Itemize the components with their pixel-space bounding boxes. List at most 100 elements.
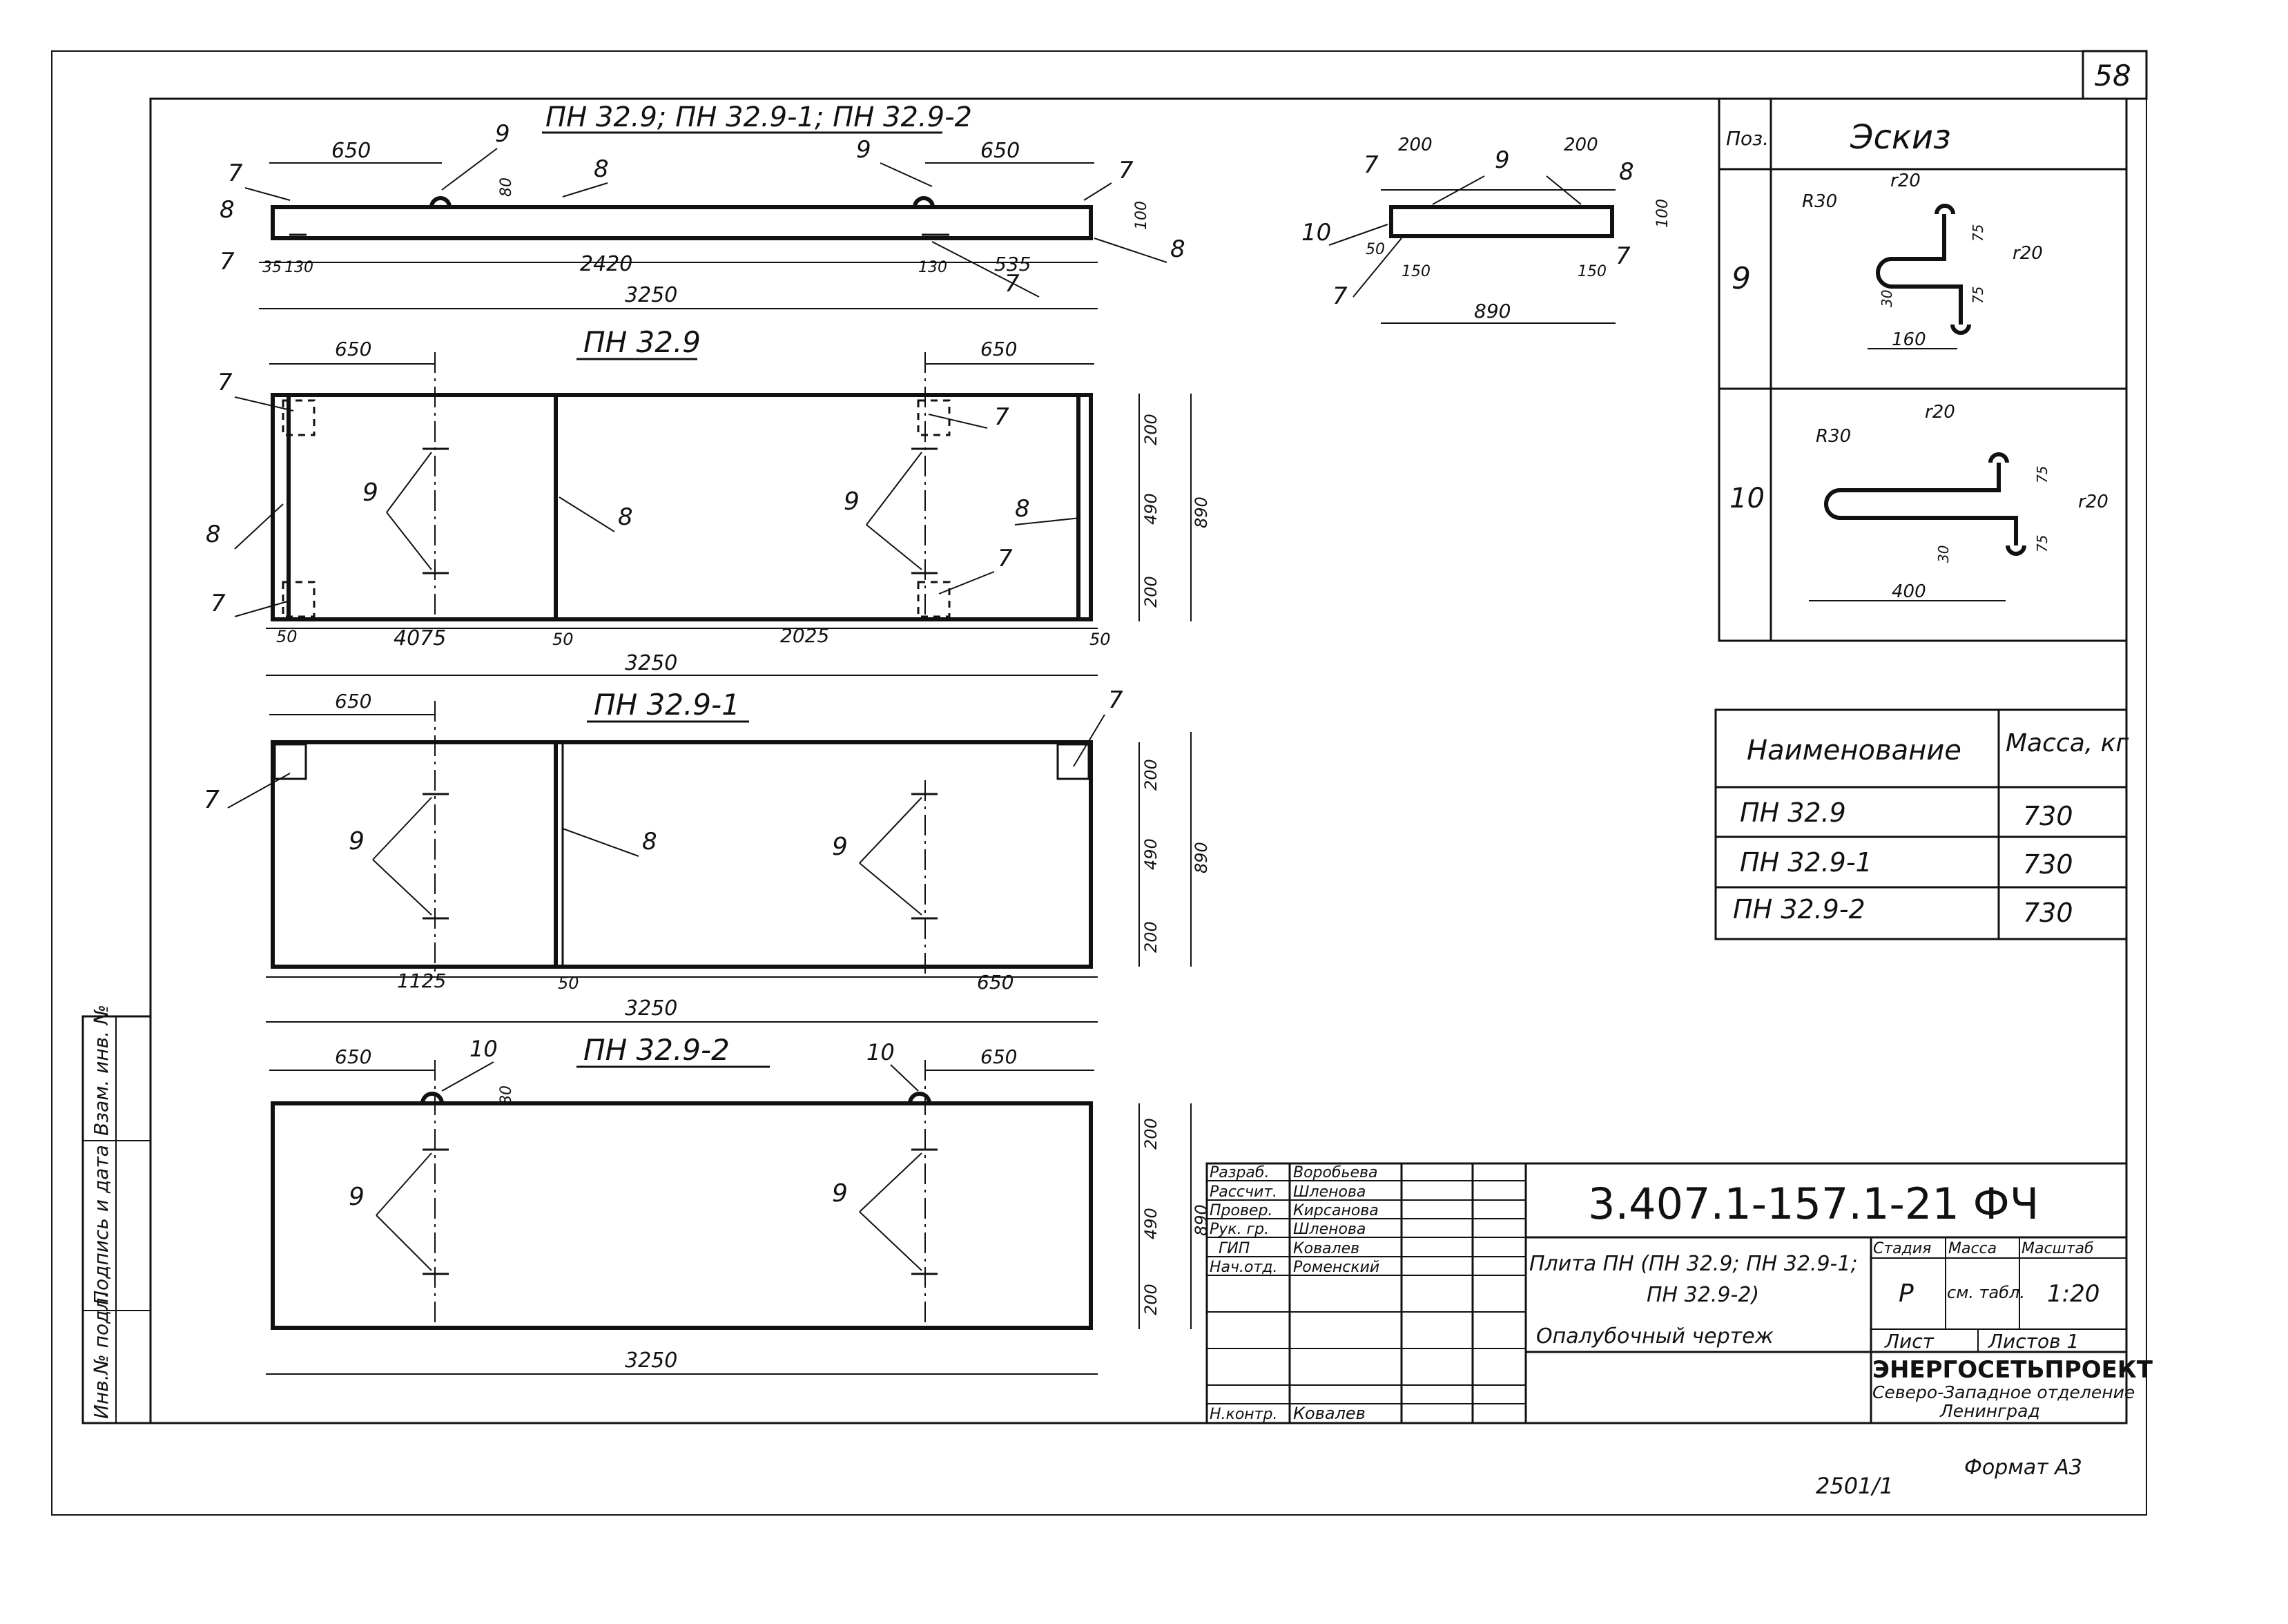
side-dim-130b: 130 <box>918 259 947 276</box>
plan3-slab <box>271 1101 1093 1330</box>
plan1-slab <box>271 393 1093 621</box>
end-view: 200 200 100 50 150 150 890 7 9 8 10 7 7 <box>1301 135 1671 324</box>
left-strip-inv: Инв.№ подл. <box>90 1292 113 1419</box>
tb-mass-label: Масса <box>1948 1240 1997 1257</box>
end-dim-50: 50 <box>1366 241 1385 258</box>
footer-number: 2501/1 <box>1816 1473 1894 1499</box>
plan2-callout-7b: 7 <box>1108 686 1123 714</box>
plan1-dim-50c: 50 <box>1089 630 1111 649</box>
side-callout-7b: 7 <box>1118 157 1134 184</box>
side-callout-8a: 8 <box>220 196 235 224</box>
sketch9-r20b: r20 <box>2013 243 2043 264</box>
tb-org3: Ленинград <box>1939 1401 2040 1421</box>
plan1-dim-4075: 4075 <box>394 626 446 650</box>
page-number: 58 <box>2094 59 2131 93</box>
plan2-callout-9a: 9 <box>349 827 365 856</box>
tb-name-line3: Опалубочный чертеж <box>1536 1324 1774 1348</box>
mass-row3-name: ПН 32.9-2 <box>1733 894 1865 925</box>
end-dim-100: 100 <box>1654 199 1671 228</box>
tb-role-6: Нач.отд. <box>1210 1259 1278 1276</box>
loop-10-shape <box>1824 463 2018 545</box>
tb-stage-label: Стадия <box>1873 1240 1931 1257</box>
mass-row2-name: ПН 32.9-1 <box>1740 847 1872 878</box>
plan2-dim-490: 490 <box>1141 838 1161 870</box>
plan1-dim-650b: 650 <box>980 338 1017 360</box>
tb-stage: Р <box>1899 1279 1914 1308</box>
plan1-callout-7d: 7 <box>998 545 1013 572</box>
sketch10-r30: R30 <box>1816 426 1851 447</box>
end-callout-9: 9 <box>1495 146 1510 174</box>
tb-org1: ЭНЕРГОСЕТЬПРОЕКТ <box>1872 1356 2153 1384</box>
side-view: ПН 32.9; ПН 32.9-1; ПН 32.9-2 650 650 80… <box>220 102 1185 309</box>
format-label: Формат А3 <box>1964 1456 2082 1480</box>
tb-role-2: Рассчит. <box>1210 1183 1277 1201</box>
plan3-callout-10a: 10 <box>469 1036 498 1062</box>
tb-scale: 1:20 <box>2047 1280 2100 1308</box>
tb-role-1: Разраб. <box>1210 1164 1269 1181</box>
plan-pn329-1: ПН 32.9-1 650 200 490 200 890 1125 50 65… <box>204 686 1211 1023</box>
mass-header-mass: Масса, кг <box>2006 729 2129 757</box>
left-strip-sign: Подпись и дата <box>90 1145 113 1305</box>
sketch9-30: 30 <box>1879 290 1895 307</box>
tb-norm-role: Н.контр. <box>1210 1406 1277 1423</box>
mass-row2-mass: 730 <box>2023 849 2073 880</box>
end-callout-7a: 7 <box>1364 151 1379 179</box>
side-callout-8c: 8 <box>1170 235 1185 263</box>
side-dim-35: 35 <box>262 259 282 276</box>
tb-name-4: Шленова <box>1293 1221 1366 1238</box>
side-dim-535: 535 <box>994 253 1031 276</box>
tb-name-6: Роменский <box>1293 1259 1379 1276</box>
side-callout-8b: 8 <box>594 155 609 183</box>
end-dim-150b: 150 <box>1578 263 1607 280</box>
tb-name-5: Ковалев <box>1293 1240 1359 1257</box>
plan3-title: ПН 32.9-2 <box>583 1033 730 1067</box>
plan1-callout-9b: 9 <box>844 487 860 516</box>
outer-border <box>51 50 2147 1516</box>
tb-name-1: Воробьева <box>1293 1164 1378 1181</box>
tb-norm-name: Ковалев <box>1293 1404 1366 1423</box>
plan2-callout-8: 8 <box>642 828 657 856</box>
plan2-dim-650b: 650 <box>977 971 1014 994</box>
side-view-slab <box>271 205 1093 240</box>
end-callout-7b: 7 <box>1332 282 1348 310</box>
plan2-dim-650a: 650 <box>335 690 371 713</box>
side-dim-650b: 650 <box>980 139 1020 163</box>
side-callout-7a: 7 <box>228 160 243 187</box>
sketch9-75a: 75 <box>1970 224 1986 242</box>
side-dim-100: 100 <box>1133 201 1150 230</box>
plan3-dim-490: 490 <box>1141 1208 1161 1239</box>
sketch-table: Поз. Эскиз 9 10 R30 r20 r20 75 75 30 160… <box>1718 97 2128 642</box>
plan2-dim-890: 890 <box>1192 842 1211 873</box>
plan2-dim-50: 50 <box>558 974 579 993</box>
end-dim-890: 890 <box>1474 300 1511 322</box>
plan3-dim-200a: 200 <box>1141 1118 1161 1150</box>
plan-pn329: ПН 32.9 650 650 200 490 200 890 50 4075 … <box>206 325 1211 676</box>
plan1-dim-50b: 50 <box>552 630 574 649</box>
plan1-callout-9a: 9 <box>362 478 378 507</box>
sketch10-30: 30 <box>1935 545 1952 563</box>
mass-header-name: Наименование <box>1747 735 1961 766</box>
plan1-callout-7b: 7 <box>211 590 226 617</box>
sketch10-r20a: r20 <box>1925 402 1955 423</box>
end-callout-8: 8 <box>1619 158 1634 186</box>
plan1-dim-2025: 2025 <box>780 624 829 647</box>
left-strip-replace: Взам. инв. № <box>90 1005 113 1136</box>
side-view-title: ПН 32.9; ПН 32.9-1; ПН 32.9-2 <box>545 102 972 133</box>
side-dim-3250: 3250 <box>625 283 677 307</box>
plan3-dim-200b: 200 <box>1141 1284 1161 1315</box>
plan1-callout-7a: 7 <box>217 369 233 396</box>
sketch9-r30: R30 <box>1802 191 1837 212</box>
mass-row1-mass: 730 <box>2023 801 2073 831</box>
plan1-dim-200a: 200 <box>1141 414 1161 445</box>
side-dim-650a: 650 <box>331 139 371 163</box>
tb-role-4: Рук. гр. <box>1210 1221 1269 1238</box>
sketch-row1-pos: 9 <box>1732 261 1751 296</box>
end-dim-200a: 200 <box>1398 135 1433 155</box>
sketch9-r20a: r20 <box>1890 171 1921 191</box>
plan1-title: ПН 32.9 <box>583 325 701 359</box>
tb-mass-value: см. табл. <box>1947 1283 2025 1302</box>
tb-role-5: ГИП <box>1219 1240 1250 1257</box>
sketch9-75b: 75 <box>1970 287 1986 304</box>
sketch10-75a: 75 <box>2034 466 2051 483</box>
